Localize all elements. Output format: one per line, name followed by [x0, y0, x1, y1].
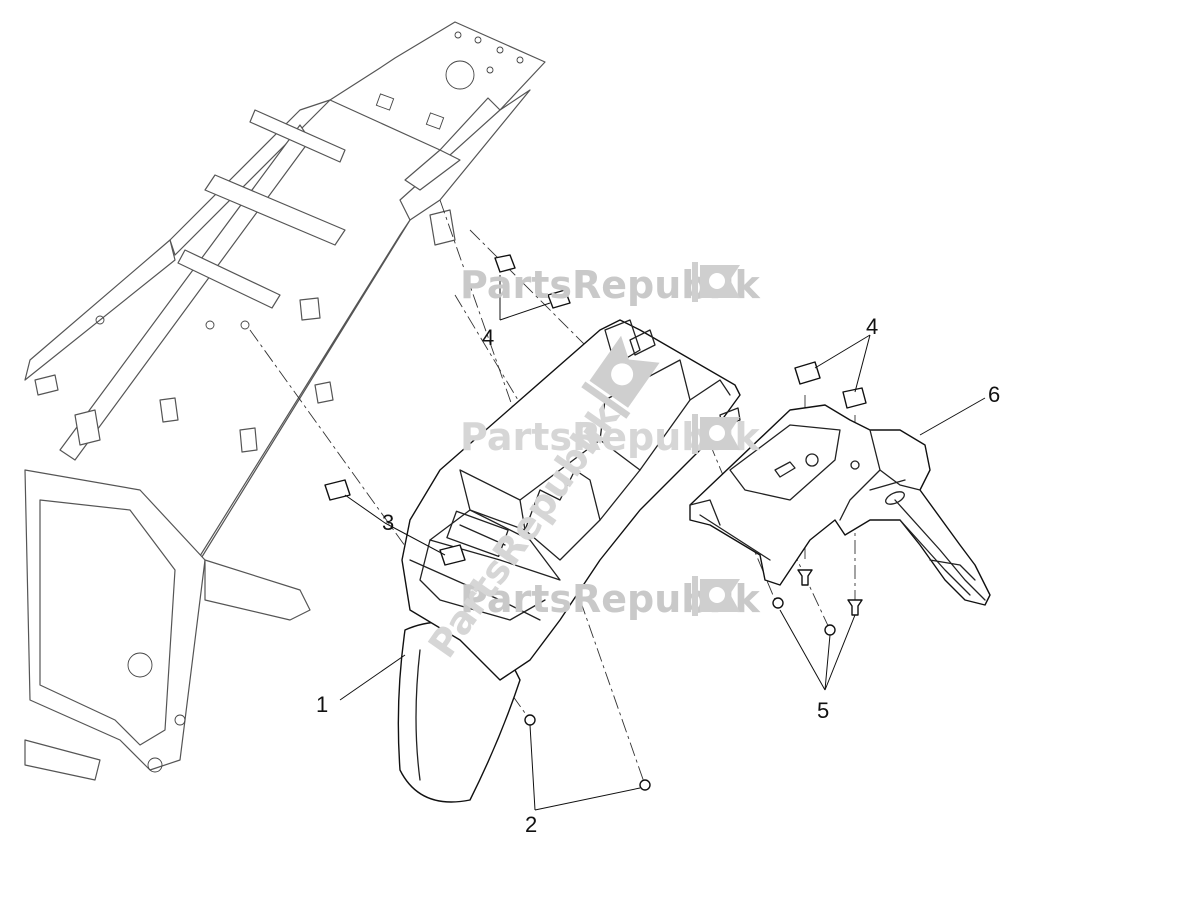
part-3-clips	[324, 479, 466, 566]
part-4-clips-upper	[494, 254, 571, 309]
part-2-screws	[524, 714, 651, 791]
watermark-top: PartsRepublik	[460, 262, 761, 307]
part-1-rear-mudguard	[397, 319, 741, 803]
part-5-screws	[772, 569, 863, 636]
watermark-bottom: PartsRepublik	[460, 576, 761, 621]
watermark-middle: PartsRepublik	[460, 414, 761, 459]
rear-subframe	[24, 21, 546, 781]
leader-lines	[339, 275, 986, 811]
gear-flag-icon	[692, 262, 740, 302]
callout-6: 6	[988, 382, 1000, 407]
part-4-clips-right	[794, 361, 867, 409]
gear-flag-icon	[692, 576, 740, 616]
gear-flag-icon	[692, 414, 740, 454]
callout-4-upper: 4	[482, 325, 494, 350]
gear-flag-icon	[581, 335, 660, 419]
callout-5: 5	[817, 698, 829, 723]
part-6-license-plate-holder	[689, 404, 991, 606]
callout-1: 1	[316, 692, 328, 717]
callout-3: 3	[382, 510, 394, 535]
callout-2: 2	[525, 812, 537, 837]
callout-4-right: 4	[866, 314, 878, 339]
